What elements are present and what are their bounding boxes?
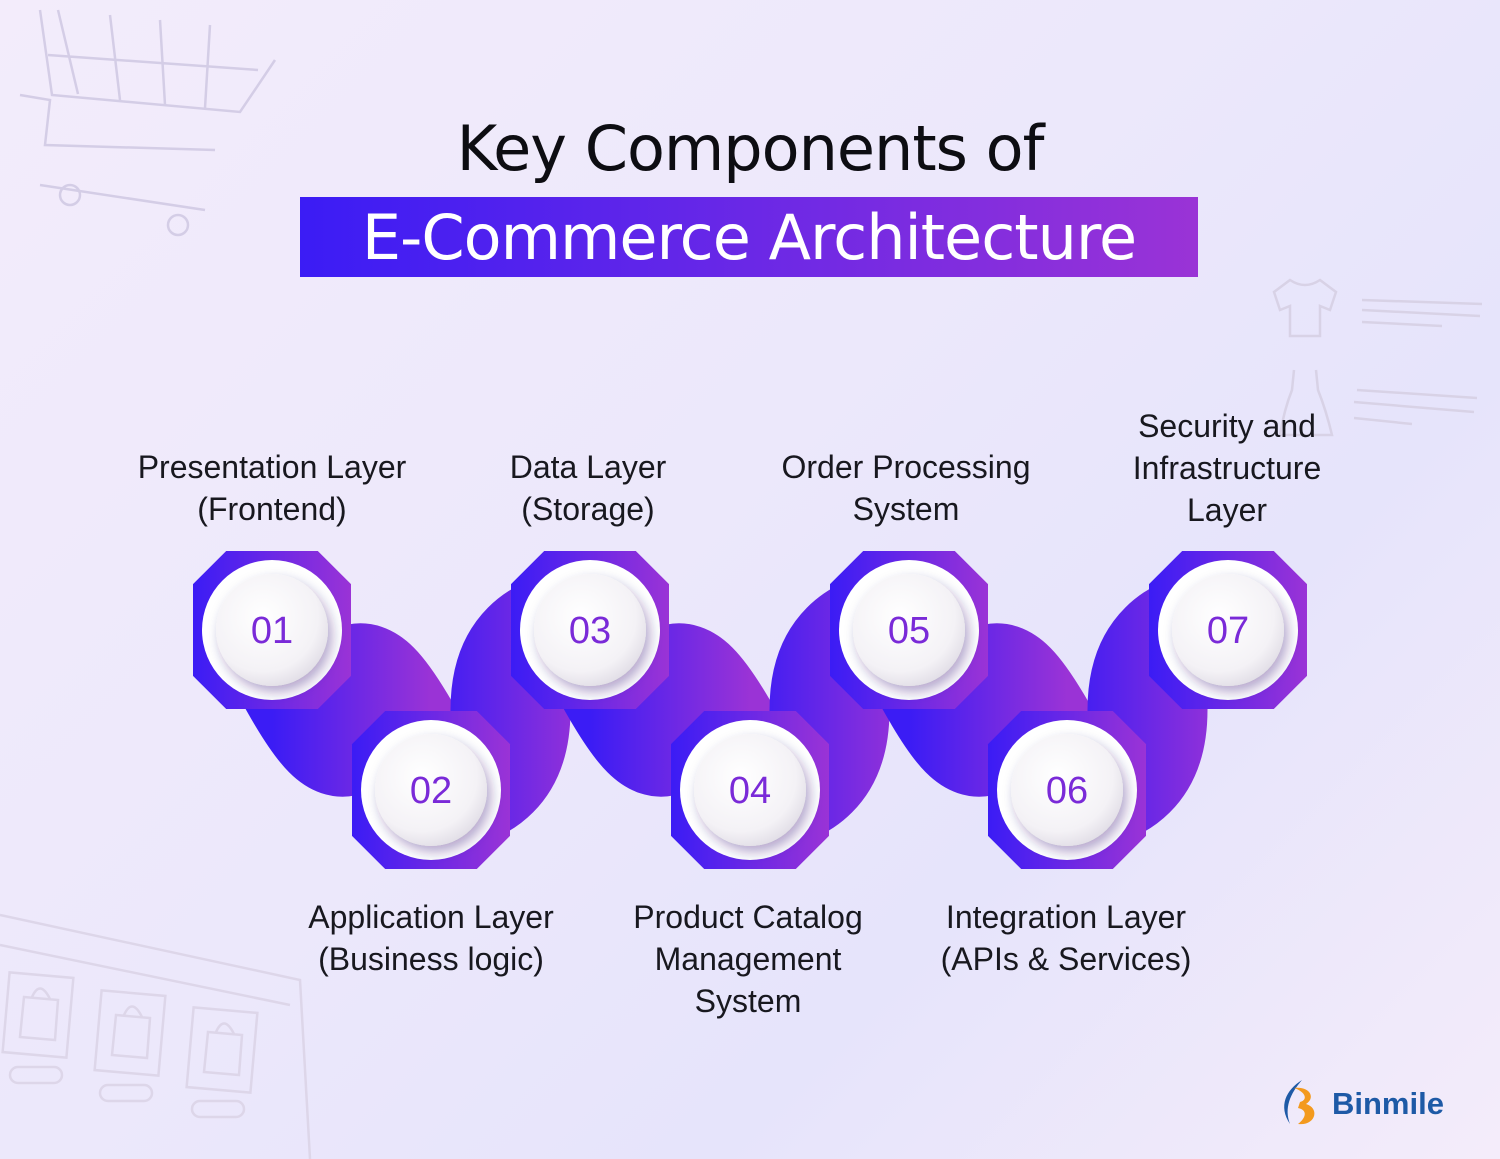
page-title: Key Components of bbox=[456, 112, 1045, 185]
step-label-line: (APIs & Services) bbox=[940, 941, 1192, 977]
step-label-line: Presentation Layer bbox=[137, 449, 407, 485]
step-circle bbox=[853, 574, 965, 686]
step-number: 01 bbox=[251, 610, 293, 652]
step-label-line: Data Layer bbox=[509, 449, 667, 485]
step-circle bbox=[1172, 574, 1284, 686]
step-label-line: Integration Layer bbox=[945, 899, 1187, 935]
step-label-02: Application Layer (Business logic) bbox=[261, 896, 601, 980]
title-highlight-band: E-Commerce Architecture bbox=[300, 197, 1198, 277]
step-circle bbox=[534, 574, 646, 686]
step-label-line: (Frontend) bbox=[197, 491, 347, 527]
step-label-06: Integration Layer (APIs & Services) bbox=[896, 896, 1236, 980]
step-number: 04 bbox=[729, 770, 771, 812]
step-label-line: Order Processing bbox=[781, 449, 1031, 485]
brand-logo: Binmile bbox=[1276, 1078, 1444, 1130]
step-circle bbox=[375, 734, 487, 846]
tshirt-icon bbox=[1272, 278, 1483, 437]
page-subtitle: E-Commerce Architecture bbox=[361, 200, 1137, 274]
step-label-line: Security and bbox=[1138, 408, 1316, 444]
shopping-bag-icon bbox=[0, 913, 312, 1159]
step-number: 07 bbox=[1207, 610, 1249, 652]
shopping-cart-icon bbox=[19, 9, 277, 237]
step-circle bbox=[1011, 734, 1123, 846]
step-label-line: System bbox=[694, 983, 802, 1019]
step-label-line: (Storage) bbox=[521, 491, 655, 527]
step-label-line: Layer bbox=[1186, 492, 1268, 528]
step-circle bbox=[694, 734, 806, 846]
step-label-line: (Business logic) bbox=[318, 941, 544, 977]
step-circle bbox=[216, 574, 328, 686]
step-number: 05 bbox=[888, 610, 930, 652]
step-number: 06 bbox=[1046, 770, 1088, 812]
binmile-logo-icon bbox=[1284, 1080, 1315, 1125]
step-label-line: System bbox=[852, 491, 960, 527]
step-number: 02 bbox=[410, 770, 452, 812]
brand-name: Binmile bbox=[1332, 1086, 1444, 1121]
step-number: 03 bbox=[569, 610, 611, 652]
step-label-line: Product Catalog bbox=[633, 899, 863, 935]
step-label-03: Data Layer (Storage) bbox=[418, 446, 758, 530]
step-label-line: Application Layer bbox=[308, 899, 554, 935]
step-label-line: Infrastructure bbox=[1132, 450, 1322, 486]
step-label-01: Presentation Layer (Frontend) bbox=[102, 446, 442, 530]
step-label-line: Management bbox=[654, 941, 842, 977]
